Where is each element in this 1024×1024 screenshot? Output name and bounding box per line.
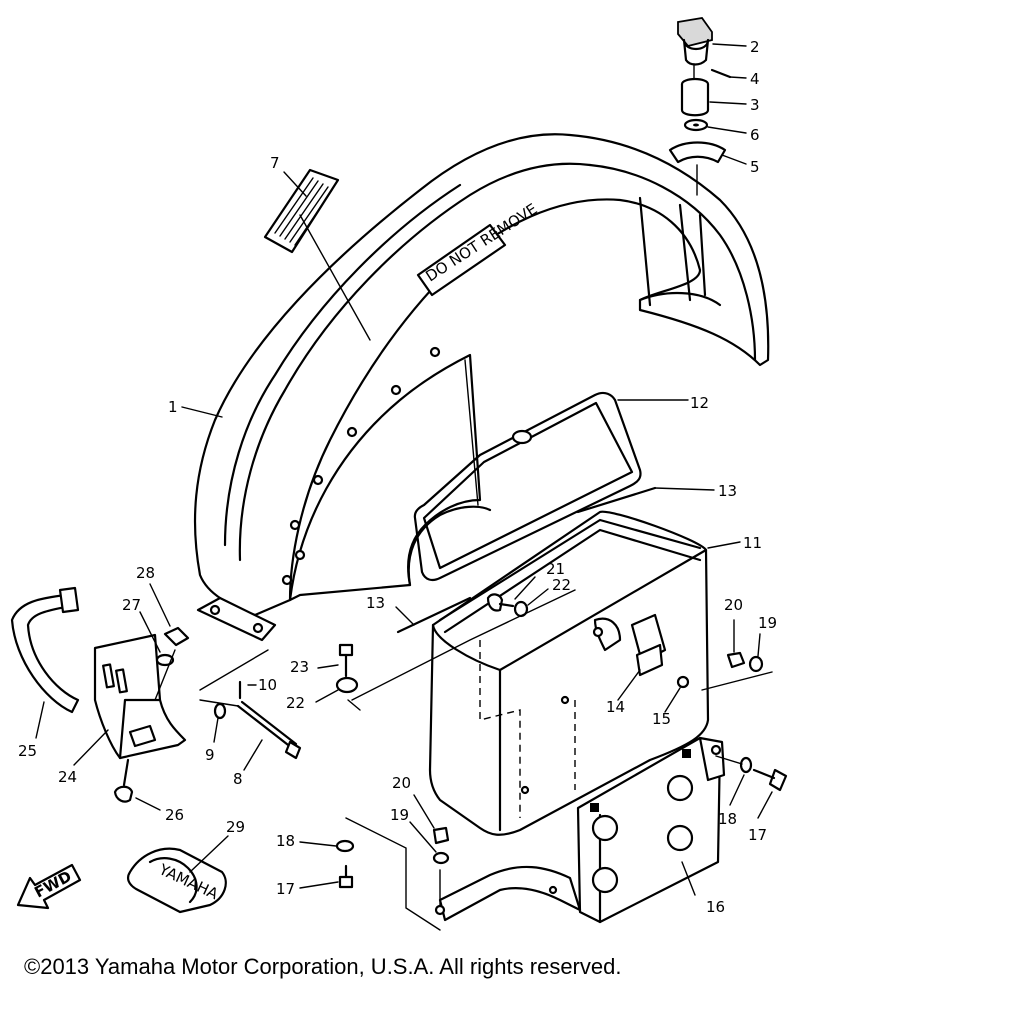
callout-18-right: 18 — [718, 810, 737, 828]
part-2-knob — [677, 17, 713, 66]
callout-13-lower: 13 — [366, 594, 385, 612]
callout-11: 11 — [743, 534, 762, 552]
callout-6: 6 — [750, 126, 760, 144]
fwd-arrow-icon: FWD — [16, 863, 82, 910]
callout-12: 12 — [690, 394, 709, 412]
part-17-bolt-right — [752, 768, 788, 792]
callout-4: 4 — [750, 70, 760, 88]
cover-rivets — [281, 346, 441, 586]
part-13-rods — [396, 486, 657, 634]
part-17-bolt-left — [338, 864, 354, 889]
callout-24: 24 — [58, 768, 77, 786]
part-26-bolt — [113, 758, 134, 803]
part-20-nut-right — [726, 651, 746, 669]
callout-9: 9 — [205, 746, 215, 764]
callout-17-right: 17 — [748, 826, 767, 844]
part-5-plate — [668, 141, 727, 164]
callout-29: 29 — [226, 818, 245, 836]
part-27-washer — [155, 653, 175, 667]
callout-5: 5 — [750, 158, 760, 176]
callout-3: 3 — [750, 96, 760, 114]
callout-19-right: 19 — [758, 614, 777, 632]
callout-16: 16 — [706, 898, 725, 916]
callout-27: 27 — [122, 596, 141, 614]
callout-26: 26 — [165, 806, 184, 824]
callout-numbers: 1 2 4 3 6 5 7 12 13 11 13 28 27 21 22 20… — [18, 38, 777, 916]
exploded-parts-diagram: DO NOT REMOVE — [10, 17, 788, 931]
parts-2-6-mount-stack — [668, 17, 732, 196]
callout-18-left: 18 — [276, 832, 295, 850]
part-25-strap — [10, 586, 80, 714]
part-29-tool-bag: YAMAHA — [127, 847, 227, 914]
part-21-screw — [486, 593, 515, 612]
callout-28: 28 — [136, 564, 155, 582]
callout-7: 7 — [270, 154, 280, 172]
callout-19-lower: 19 — [390, 806, 409, 824]
part-16-bracket — [434, 736, 726, 924]
callout-25: 25 — [18, 742, 37, 760]
part-23-bolt — [338, 643, 354, 678]
part-19-washer-right — [748, 655, 764, 673]
part-20-nut-lower — [432, 826, 450, 845]
leader-lines — [35, 43, 773, 931]
part-22-washer-lower — [335, 676, 359, 694]
part-19-washer-lower — [432, 851, 450, 865]
part-3-rubber-bush — [680, 77, 710, 117]
callout-1: 1 — [168, 398, 178, 416]
callout-13-upper: 13 — [718, 482, 737, 500]
callout-10: 10 — [258, 676, 277, 694]
fwd-text: FWD — [31, 867, 74, 901]
part-24-bracket — [93, 633, 187, 760]
callout-8: 8 — [233, 770, 243, 788]
part-6-washer — [683, 118, 709, 132]
part-14-latch — [630, 613, 667, 677]
part-4-pin — [710, 68, 732, 79]
part-28-nut — [163, 626, 190, 647]
callout-20-right: 20 — [724, 596, 743, 614]
part-18-washer-right — [739, 756, 753, 774]
callout-14: 14 — [606, 698, 625, 716]
copyright-notice: ©2013 Yamaha Motor Corporation, U.S.A. A… — [24, 954, 622, 979]
callout-23: 23 — [290, 658, 309, 676]
callout-22-upper: 22 — [552, 576, 571, 594]
part-12-gasket — [413, 359, 642, 582]
callout-15: 15 — [652, 710, 671, 728]
callout-20-lower: 20 — [392, 774, 411, 792]
part-11-tool-case — [428, 510, 710, 836]
callout-21: 21 — [546, 560, 565, 578]
callout-2: 2 — [750, 38, 760, 56]
part-15-screw — [676, 675, 690, 689]
part-8-bolt — [236, 700, 302, 760]
part-7-caution-decal — [263, 168, 371, 341]
part-18-washer-left — [335, 839, 355, 853]
callout-17-left: 17 — [276, 880, 295, 898]
callout-22-lower: 22 — [286, 694, 305, 712]
part-9-washer — [213, 702, 227, 720]
